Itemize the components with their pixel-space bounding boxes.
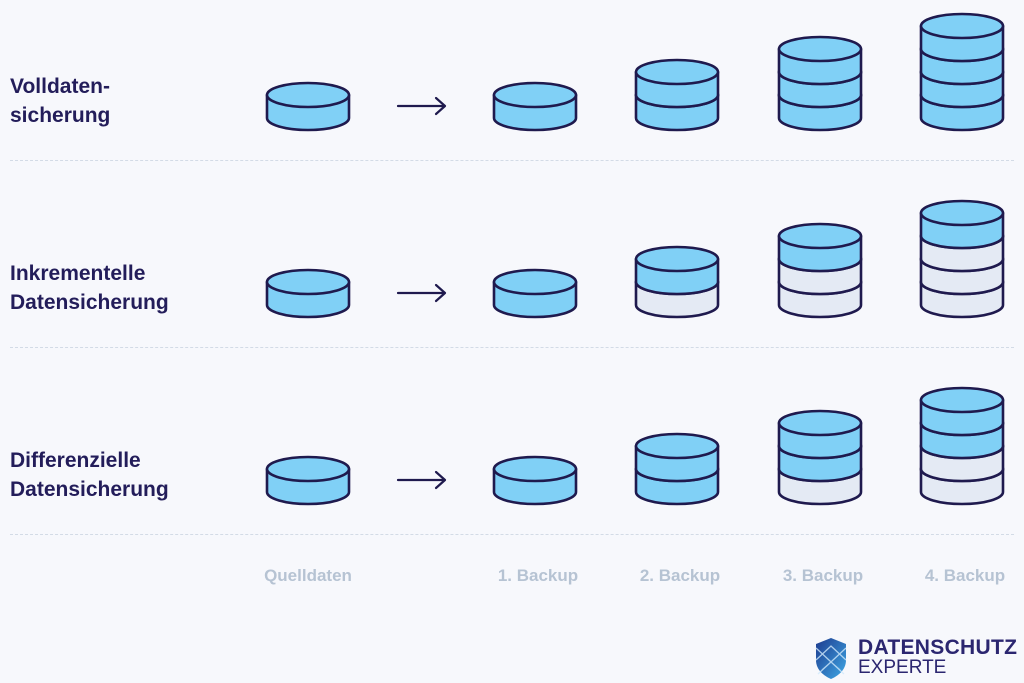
row-label-differential-backup: Differenzielle Datensicherung xyxy=(10,449,169,501)
brand-logo: DATENSCHUTZ EXPERTE xyxy=(814,636,1017,680)
disk-layer-top xyxy=(265,268,351,296)
logo-text-line2: EXPERTE xyxy=(858,657,947,678)
disk-layer-top xyxy=(919,386,1005,414)
disk-layer-top xyxy=(919,199,1005,227)
disk-layer-top xyxy=(265,81,351,109)
disk-layer-top xyxy=(777,222,863,250)
shield-logo-icon xyxy=(815,638,847,679)
disk-layer-top xyxy=(634,58,720,86)
column-label-backup-3: 3. Backup xyxy=(782,566,864,585)
logo-text-line1: DATENSCHUTZ xyxy=(858,636,1018,659)
disk-layer-top xyxy=(492,81,578,109)
disk-layer-top xyxy=(492,268,578,296)
arrow-right-icon xyxy=(396,470,447,490)
row-divider xyxy=(10,160,1014,161)
row-divider xyxy=(10,347,1014,348)
column-label-backup-1: 1. Backup xyxy=(497,566,579,585)
row-label-full-backup: Voll­daten- sicherung xyxy=(10,75,111,127)
row-divider xyxy=(10,534,1014,535)
arrow-right-icon xyxy=(396,283,447,303)
column-label-backup-4: 4. Backup xyxy=(924,566,1006,585)
column-label-source: Quelldaten xyxy=(264,566,352,585)
disk-layer-top xyxy=(265,455,351,483)
disk-layer-top xyxy=(777,35,863,63)
disk-layer-top xyxy=(919,12,1005,40)
column-label-backup-2: 2. Backup xyxy=(639,566,721,585)
row-label-incremental-backup: Inkrementelle Datensicherung xyxy=(10,262,169,314)
disk-layer-top xyxy=(777,409,863,437)
arrow-right-icon xyxy=(396,96,447,116)
disk-layer-top xyxy=(634,432,720,460)
disk-layer-top xyxy=(492,455,578,483)
disk-layer-top xyxy=(634,245,720,273)
